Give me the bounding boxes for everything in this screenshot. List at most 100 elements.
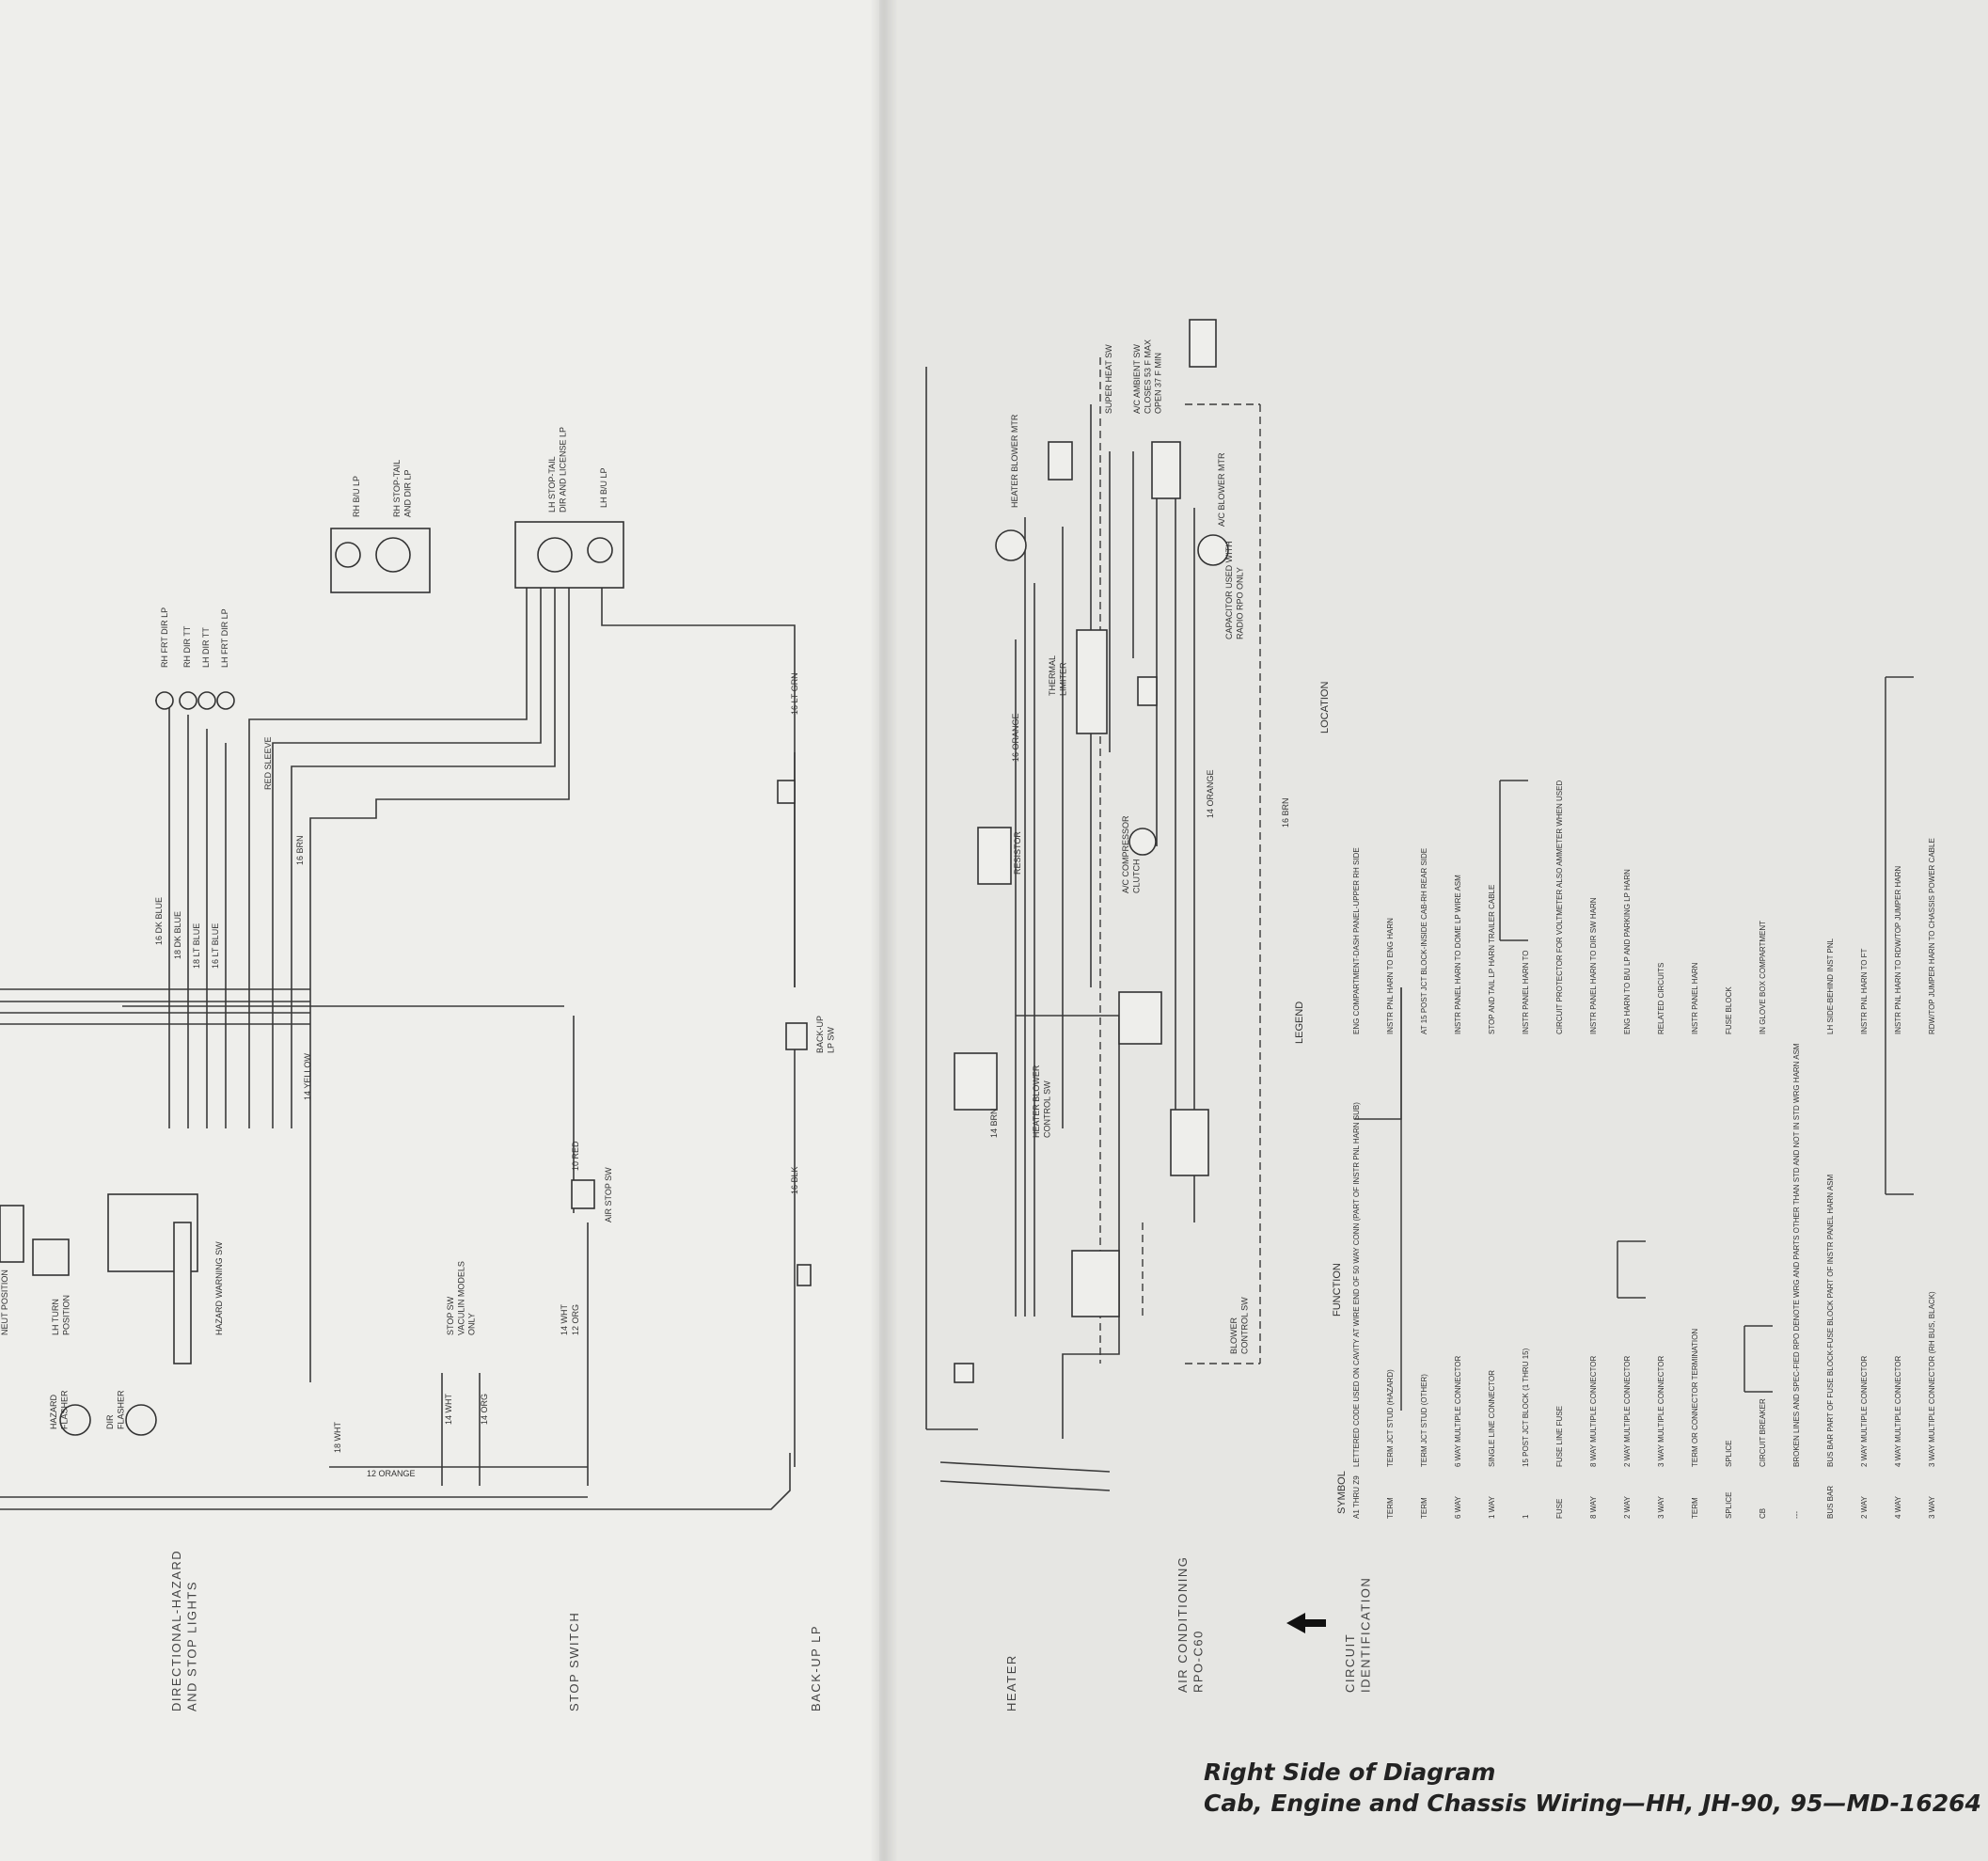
legend-symbol: 8 WAY <box>1589 1495 1598 1519</box>
legend-function: LETTERED CODE USED ON CAVITY AT WIRE END… <box>1352 1102 1361 1467</box>
component-label: DIRFLASHER <box>105 1390 125 1429</box>
legend-function: 8 WAY MULTIPLE CONNECTOR <box>1589 1356 1598 1467</box>
wire-label: 14 ORANGE <box>1206 769 1215 818</box>
component-label: RH FRT DIR LP <box>160 607 169 668</box>
legend-symbol: 4 WAY <box>1894 1495 1902 1519</box>
component-label: BLOWERCONTROL SW <box>1229 1297 1249 1354</box>
legend-location: INSTR PANEL HARN TO <box>1522 951 1530 1035</box>
right-page <box>879 0 1988 1861</box>
legend-function: 3 WAY MULTIPLE CONNECTOR (RH BUS, BLACK) <box>1928 1291 1936 1467</box>
legend-symbol: CB <box>1759 1508 1767 1519</box>
wire-label: 18 LT BLUE <box>192 923 201 969</box>
component-label: RH DIR TT <box>182 625 192 668</box>
left-page <box>0 0 879 1861</box>
legend-location: RELATED CIRCUITS <box>1657 963 1665 1034</box>
section-label-heater: HEATER <box>1004 1654 1018 1711</box>
legend-symbol: 6 WAY <box>1454 1495 1462 1519</box>
caption-title: Right Side of Diagram <box>1204 1758 1496 1786</box>
legend-symbol: 2 WAY <box>1623 1495 1632 1519</box>
component-label: BACK-UPLP SW <box>815 1016 835 1053</box>
wire-label: 16 ORANGE <box>1011 713 1020 762</box>
legend-function: 2 WAY MULTIPLE CONNECTOR <box>1860 1356 1869 1467</box>
legend-location: ENG HARN TO B/U LP AND PARKING LP HARN <box>1623 869 1632 1034</box>
wire-label: 12 ORG <box>571 1304 580 1335</box>
legend-function: BROKEN LINES AND SPEC-FIED RPO DENOTE WR… <box>1792 1043 1801 1467</box>
component-label: HEATER BLOWERCONTROL SW <box>1032 1065 1051 1138</box>
component-label: HAZARDFLASHER <box>49 1390 69 1429</box>
caption-subtitle: Cab, Engine and Chassis Wiring—HH, JH-90… <box>1204 1790 1981 1817</box>
legend-symbol: SPLICE <box>1725 1492 1733 1519</box>
component-label: RESISTOR <box>1013 831 1022 875</box>
wire-label: 14 BRN <box>989 1108 999 1138</box>
component-label: A/C BLOWER MTR <box>1217 452 1226 527</box>
wire-labels: 16 DK BLUE 18 DK BLUE 18 LT BLUE 16 LT B… <box>154 672 1290 1478</box>
wire-label: 16 BRN <box>1281 797 1290 828</box>
legend-symbol: --- <box>1792 1511 1801 1519</box>
wire-label: 16 BRN <box>295 835 305 865</box>
legend-headers: LEGEND SYMBOL FUNCTION LOCATION <box>1294 682 1348 1514</box>
legend-function: 3 WAY MULTIPLE CONNECTOR <box>1657 1356 1665 1467</box>
section-labels: DIRECTIONAL-HAZARDAND STOP LIGHTS STOP S… <box>169 1550 1372 1711</box>
legend-col-location: LOCATION <box>1319 682 1331 733</box>
component-label: AIR STOP SW <box>604 1167 613 1222</box>
legend-function: TERM JCT STUD (OTHER) <box>1420 1374 1428 1467</box>
optional-wiring <box>1099 357 1261 1364</box>
legend-function: BUS BAR PART OF FUSE BLOCK-FUSE BLOCK PA… <box>1826 1174 1835 1467</box>
legend-function: TERM OR CONNECTOR TERMINATION <box>1691 1329 1699 1467</box>
component-label: LH FRT DIR LP <box>220 608 229 668</box>
component-label: LH STOP-TAILDIR AND LICENSE LP <box>547 427 567 513</box>
legend-col-function: FUNCTION <box>1332 1263 1343 1317</box>
legend-function: 15 POST JCT BLOCK (1 THRU 15) <box>1522 1348 1530 1467</box>
legend-location: STOP AND TAIL LP HARN TRAILER CABLE <box>1488 885 1496 1034</box>
legend-leaders <box>1354 676 1914 1411</box>
section-label-stop-switch: STOP SWITCH <box>567 1612 581 1711</box>
component-label: RH STOP-TAILAND DIR LP <box>392 460 412 517</box>
wire-label: 14 YELLOW <box>303 1053 312 1100</box>
legend-function: TERM JCT STUD (HAZARD) <box>1386 1369 1395 1467</box>
section-label-backup: BACK-UP LP <box>809 1625 823 1711</box>
section-label-circuit-id: CIRCUITIDENTIFICATION <box>1343 1577 1372 1693</box>
legend-location: RDW/TOP JUMPER HARN TO CHASSIS POWER CAB… <box>1928 838 1936 1034</box>
legend-symbol: FUSE <box>1555 1499 1564 1519</box>
component-label: THERMALLIMITER <box>1048 655 1067 696</box>
wire-label: 16 LT BLUE <box>211 923 220 969</box>
legend-location: INSTR PANEL HARN TO DIR SW HARN <box>1589 897 1598 1034</box>
section-label-ac: AIR CONDITIONINGRPO-C60 <box>1175 1556 1205 1693</box>
component-label: SUPER HEAT SW <box>1104 344 1113 414</box>
wire-label: 16 DK BLUE <box>154 897 164 945</box>
component-label: A/C AMBIENT SWCLOSES 53 F MAXOPEN 37 F M… <box>1132 339 1163 414</box>
component-label: LH DIR TT <box>201 627 211 668</box>
component-label: HAZARD WARNING SW <box>214 1241 224 1335</box>
component-label: CAPACITOR USED WITHRADIO RPO ONLY <box>1224 541 1244 639</box>
legend-symbol: 2 WAY <box>1860 1495 1869 1519</box>
wire-label: 16 LT GRN <box>790 672 799 715</box>
legend-symbol: 1 WAY <box>1488 1495 1496 1519</box>
legend-col-symbol: SYMBOL <box>1336 1471 1348 1514</box>
wire-label: 18 DK BLUE <box>173 911 182 959</box>
legend-location: INSTR PANEL HARN TO DOME LP WIRE ASM <box>1454 875 1462 1034</box>
legend-symbol: TERM <box>1420 1497 1428 1519</box>
wire-label: 18 WHT <box>333 1421 342 1453</box>
wire-label: 10 RED <box>571 1141 580 1171</box>
legend-location: ENG COMPARTMENT-DASH PANEL-UPPER RH SIDE <box>1352 847 1361 1034</box>
legend-function: 2 WAY MULTIPLE CONNECTOR <box>1623 1356 1632 1467</box>
legend-location: CIRCUIT PROTECTOR FOR VOLTMETER ALSO AMM… <box>1555 781 1564 1034</box>
wire-label: 14 ORG <box>480 1394 489 1425</box>
legend-function: 6 WAY MULTIPLE CONNECTOR <box>1454 1356 1462 1467</box>
component-label: NEUT POSITION <box>0 1270 9 1335</box>
legend-location: LH SIDE-BEHIND INST PNL <box>1826 938 1835 1034</box>
legend-location: INSTR PNL HARN TO FT <box>1860 948 1869 1034</box>
legend-function: SINGLE LINE CONNECTOR <box>1488 1370 1496 1467</box>
legend-location: AT 15 POST JCT BLOCK-INSIDE CAB-RH REAR … <box>1420 848 1428 1034</box>
section-label-directional: DIRECTIONAL-HAZARDAND STOP LIGHTS <box>169 1550 198 1711</box>
legend-function: CIRCUIT BREAKER <box>1759 1398 1767 1467</box>
legend-symbol: 3 WAY <box>1657 1495 1665 1519</box>
wire-label: 12 ORANGE <box>367 1469 416 1478</box>
legend-symbol: TERM <box>1386 1497 1395 1519</box>
component-label: LH B/U LP <box>599 467 608 508</box>
component-label: STOP SWVACULIN MODELSONLY <box>446 1261 477 1335</box>
legend-symbol: 3 WAY <box>1928 1495 1936 1519</box>
